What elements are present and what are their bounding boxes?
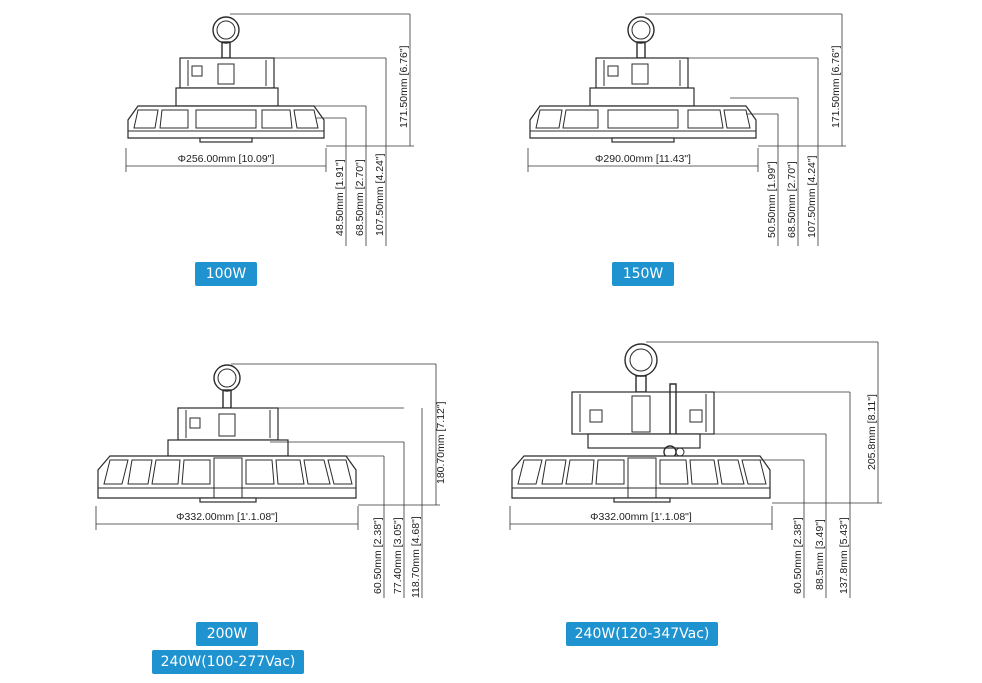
fixture-100w-diameter: Φ256.00mm [10.09"] (178, 153, 275, 165)
heatsink (511, 455, 771, 499)
driver-housing (571, 391, 715, 435)
fixture-100w-height-2: 68.50mm [2.70"] (354, 159, 366, 236)
mount-plate (587, 433, 701, 449)
fixture-150w-height-3: 107.50mm [4.24"] (806, 155, 818, 238)
fixture-100w-height-1: 48.50mm [1.91"] (334, 159, 346, 236)
fixture-200w-height-3: 118.70mm [4.68"] (410, 516, 422, 598)
eye-bolt-stem (635, 375, 647, 393)
mount-plate (175, 87, 279, 107)
fixture-100w-height-3: 107.50mm [4.24"] (374, 153, 386, 236)
driver-housing (177, 407, 279, 441)
heatsink (529, 105, 757, 139)
fixture-240w-drawing: Φ332.00mm [1'.1.08"] 60.50mm [2.38"] 88.… (509, 341, 882, 598)
fixture-150w-height-2: 68.50mm [2.70"] (786, 161, 798, 238)
lens (611, 137, 675, 143)
fixture-200w-height-2: 77.40mm [3.05"] (392, 517, 404, 594)
fixture-100w-label: 100W (195, 262, 257, 286)
fixture-200w-diameter: Φ332.00mm [1'.1.08"] (176, 511, 278, 523)
fixture-100w-total-height: 171.50mm [6.76"] (398, 45, 410, 128)
fixture-240w-height-2: 88.5mm [3.49"] (814, 519, 826, 590)
lens (199, 137, 253, 143)
eye-bolt-stem (222, 389, 232, 409)
mount-plate (589, 87, 695, 107)
driver-housing (595, 57, 689, 89)
fixture-150w-drawing: Φ290.00mm [11.43"] 50.50mm [1.99"] 68.50… (527, 13, 846, 246)
eye-bolt-ring (627, 16, 655, 44)
eye-bolt-ring (212, 16, 240, 44)
eye-bolt-ring (213, 364, 241, 392)
fixture-150w-height-1: 50.50mm [1.99"] (766, 161, 778, 238)
fixture-200w-total-height: 180.70mm [7.12"] (435, 401, 447, 484)
fixture-200w-height-1: 60.50mm [2.38"] (372, 517, 384, 594)
fixture-240w-120-347-label: 240W(120-347Vac) (566, 622, 718, 646)
fixture-150w-label: 150W (612, 262, 674, 286)
fixture-240w-100-277-label: 240W(100-277Vac) (152, 650, 304, 674)
fixture-240w-height-3: 137.8mm [5.43"] (838, 517, 850, 594)
fixture-150w-total-height: 171.50mm [6.76"] (830, 45, 842, 128)
fixture-240w-height-1: 60.50mm [2.38"] (792, 517, 804, 594)
lens (613, 497, 671, 503)
fixture-100w-drawing: Φ256.00mm [10.09"] 48.50mm [1.91"] 68.50… (125, 13, 414, 246)
fixture-240w-diameter: Φ332.00mm [1'.1.08"] (590, 511, 692, 523)
fixture-150w-diameter: Φ290.00mm [11.43"] (595, 153, 691, 165)
eye-bolt-stem (221, 41, 231, 59)
fixture-200w-drawing: Φ332.00mm [1'.1.08"] 60.50mm [2.38"] 77.… (95, 363, 447, 598)
fixture-240w-total-height: 205.8mm [8.11"] (866, 394, 878, 470)
eye-bolt-stem (636, 41, 646, 59)
eye-bolt-ring-inner (216, 20, 236, 40)
heatsink (97, 455, 357, 499)
lens (199, 497, 257, 503)
fixture-200w-label: 200W (196, 622, 258, 646)
